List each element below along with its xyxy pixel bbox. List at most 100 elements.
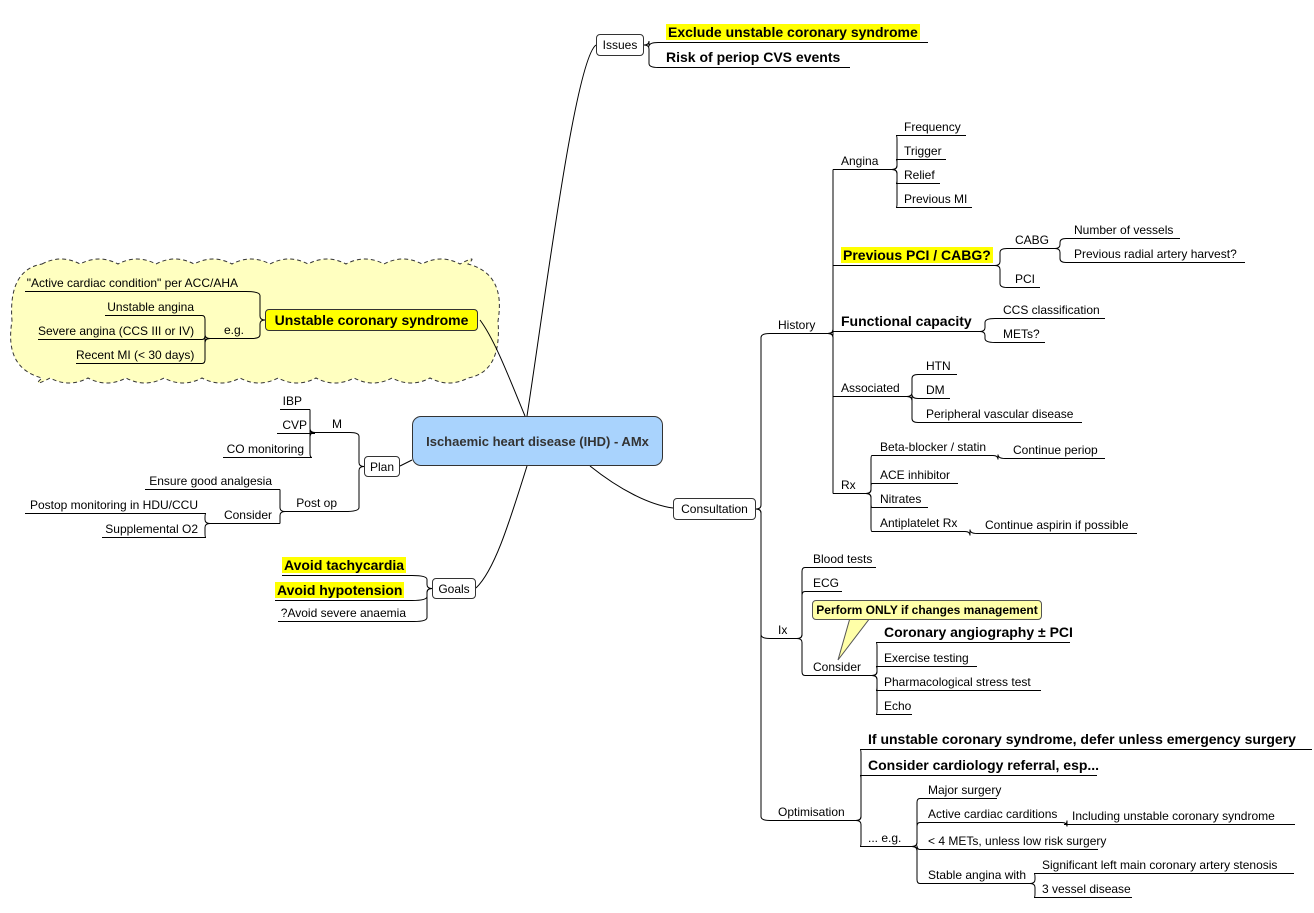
- ix-blood-tests[interactable]: Blood tests: [805, 551, 876, 568]
- connector: [979, 318, 996, 332]
- connector: [994, 265, 1008, 288]
- cabg-number-vessels[interactable]: Number of vessels: [1066, 222, 1180, 239]
- stable-left-main[interactable]: Significant left main coronary artery st…: [1034, 857, 1294, 874]
- central-topic[interactable]: Ischaemic heart disease (IHD) - AMx: [412, 416, 663, 466]
- connector: [245, 291, 266, 321]
- postop-node[interactable]: Post op: [285, 495, 345, 512]
- m-co-monitoring[interactable]: CO monitoring: [223, 441, 312, 458]
- connector: [906, 396, 919, 423]
- opt-defer-unstable[interactable]: If unstable coronary syndrome, defer unl…: [860, 729, 1312, 750]
- eg-including-unstable[interactable]: Including unstable coronary syndrome: [1064, 808, 1295, 825]
- cabg-radial-harvest[interactable]: Previous radial artery harvest?: [1066, 246, 1245, 263]
- previous-pci-cabg-node[interactable]: Previous PCI / CABG?: [833, 245, 995, 266]
- optimisation-node[interactable]: Optimisation: [770, 804, 856, 821]
- opt-eg-node[interactable]: ... e.g.: [860, 830, 912, 847]
- connector: [1054, 248, 1067, 263]
- angina-previous-mi[interactable]: Previous MI: [896, 191, 972, 208]
- trunk-goals: [475, 465, 528, 589]
- ix-node[interactable]: Ix: [770, 622, 797, 639]
- ccs-classification[interactable]: CCS classification: [995, 302, 1105, 319]
- connector: [865, 493, 873, 532]
- connector: [279, 489, 286, 512]
- consultation-node[interactable]: Consultation: [673, 498, 756, 520]
- rx-nitrates[interactable]: Nitrates: [872, 491, 928, 508]
- eg-major-surgery[interactable]: Major surgery: [920, 782, 1001, 799]
- rx-node[interactable]: Rx: [833, 477, 866, 494]
- cabg-node[interactable]: CABG: [1007, 232, 1055, 249]
- connector: [964, 529, 978, 536]
- eg-stable-angina[interactable]: Stable angina with: [920, 867, 1030, 884]
- connector: [643, 40, 659, 47]
- rx-continue-periop[interactable]: Continue periop: [1005, 442, 1105, 459]
- angina-trigger[interactable]: Trigger: [896, 143, 946, 160]
- connector: [411, 575, 433, 589]
- rx-beta-blocker-statin[interactable]: Beta-blocker / statin: [872, 439, 993, 456]
- associated-node[interactable]: Associated: [833, 380, 907, 397]
- consider-exercise-testing[interactable]: Exercise testing: [876, 650, 977, 667]
- connector: [755, 508, 771, 639]
- opt-cardiology-referral[interactable]: Consider cardiology referral, esp...: [860, 755, 1099, 776]
- connector: [344, 466, 365, 512]
- m-ibp[interactable]: IBP: [280, 393, 310, 410]
- connector: [1054, 238, 1067, 249]
- trunk-issues: [526, 44, 597, 417]
- callout-perform-only[interactable]: Perform ONLY if changes management: [812, 600, 1042, 620]
- goals-node[interactable]: Goals: [432, 578, 476, 599]
- rx-antiplatelet[interactable]: Antiplatelet Rx: [872, 515, 965, 532]
- trunk-unstable: [479, 319, 526, 417]
- trunk-plan: [399, 459, 413, 467]
- connector: [906, 394, 919, 401]
- goal-avoid-hypotension[interactable]: Avoid hypotension: [275, 580, 412, 601]
- m-cvp[interactable]: CVP: [277, 417, 315, 434]
- eg-4-mets[interactable]: < 4 METs, unless low risk surgery: [920, 833, 1106, 850]
- consider-coronary-angiography[interactable]: Coronary angiography ± PCI: [876, 622, 1073, 643]
- pci-node[interactable]: PCI: [1007, 271, 1040, 288]
- rx-continue-aspirin[interactable]: Continue aspirin if possible: [977, 517, 1137, 534]
- label: Previous PCI / CABG?: [841, 247, 993, 263]
- rx-ace-inhibitor[interactable]: ACE inhibitor: [872, 467, 958, 484]
- angina-frequency[interactable]: Frequency: [896, 119, 966, 136]
- history-node[interactable]: History: [770, 317, 828, 334]
- unstable-coronary-syndrome-node[interactable]: Unstable coronary syndrome: [265, 309, 478, 331]
- associated-pvd[interactable]: Peripheral vascular disease: [918, 406, 1082, 423]
- postop-hdu-ccu[interactable]: Postop monitoring in HDU/CCU: [25, 497, 206, 514]
- eg-recent-mi[interactable]: Recent MI (< 30 days): [76, 347, 202, 364]
- consider-echo[interactable]: Echo: [876, 698, 912, 715]
- connector: [201, 338, 211, 364]
- active-cardiac-condition[interactable]: "Active cardiac condition" per ACC/AHA: [25, 275, 246, 292]
- issues-node[interactable]: Issues: [596, 34, 644, 56]
- issue-periop-risk[interactable]: Risk of periop CVS events: [658, 47, 850, 68]
- goal-avoid-anaemia[interactable]: ?Avoid severe anaemia: [278, 605, 414, 622]
- associated-dm[interactable]: DM: [918, 382, 950, 399]
- associated-htn[interactable]: HTN: [918, 358, 957, 375]
- connector: [201, 315, 211, 339]
- postop-supplemental-o2[interactable]: Supplemental O2: [102, 521, 206, 538]
- angina-node[interactable]: Angina: [833, 153, 892, 170]
- connector: [755, 508, 771, 821]
- connector: [796, 591, 806, 639]
- angina-relief[interactable]: Relief: [896, 167, 940, 184]
- ix-ecg[interactable]: ECG: [805, 575, 842, 592]
- goal-avoid-tachycardia[interactable]: Avoid tachycardia: [282, 555, 412, 576]
- functional-capacity-node[interactable]: Functional capacity: [833, 311, 980, 332]
- mets[interactable]: METs?: [995, 326, 1045, 343]
- issue-exclude-unstable[interactable]: Exclude unstable coronary syndrome: [658, 22, 928, 43]
- eg-active-cardiac[interactable]: Active cardiac carditions: [920, 806, 1062, 823]
- label: Avoid tachycardia: [282, 557, 407, 573]
- connector: [796, 567, 806, 639]
- connector: [279, 511, 286, 524]
- consider-pharmacological-stress[interactable]: Pharmacological stress test: [876, 674, 1041, 691]
- unstable-eg-node[interactable]: e.g.: [210, 322, 252, 339]
- postop-analgesia[interactable]: Ensure good analgesia: [145, 473, 280, 490]
- postop-consider-node[interactable]: Consider: [210, 507, 280, 524]
- label: Avoid hypotension: [275, 582, 405, 598]
- plan-node[interactable]: Plan: [364, 456, 400, 477]
- monitoring-node[interactable]: M: [315, 416, 350, 433]
- unstable-cloud: [10, 258, 500, 384]
- ix-consider-node[interactable]: Consider: [805, 659, 872, 676]
- stable-3-vessel[interactable]: 3 vessel disease: [1034, 881, 1132, 898]
- callout-pointer: [837, 617, 872, 661]
- eg-severe-angina[interactable]: Severe angina (CCS III or IV): [38, 323, 202, 340]
- eg-unstable-angina[interactable]: Unstable angina: [105, 299, 202, 316]
